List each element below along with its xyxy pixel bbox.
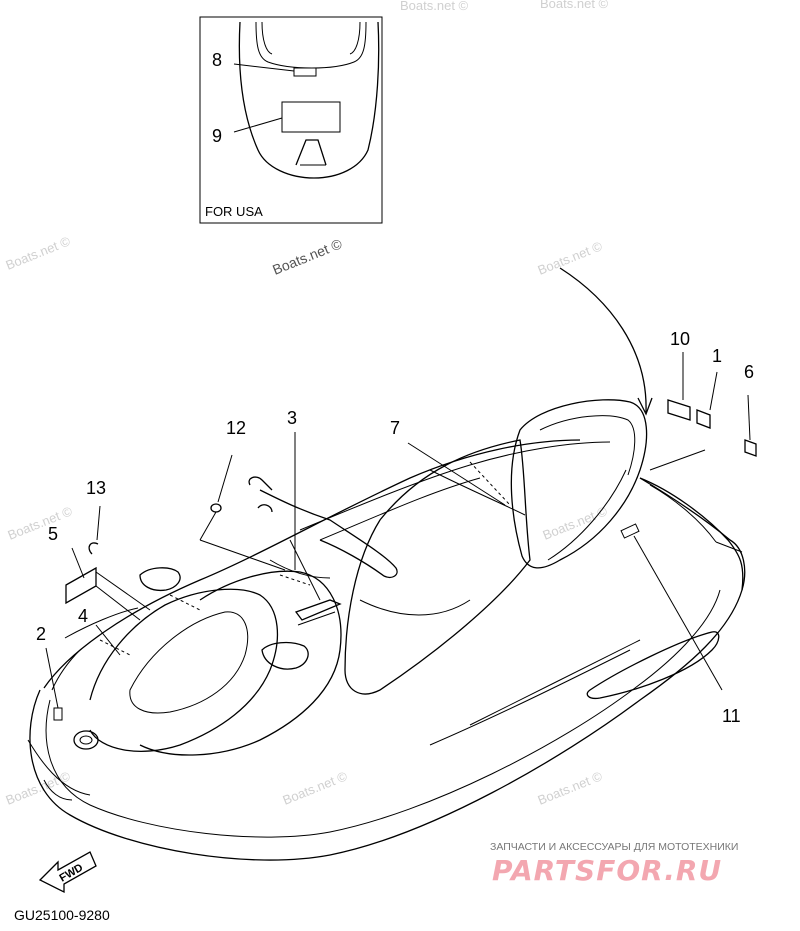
part-label-1: 1 [712, 346, 722, 366]
brand-logo-text: PARTSFOR.RU [492, 854, 722, 887]
watermark: Boats.net © [400, 0, 469, 13]
part-label-13: 13 [86, 478, 106, 498]
part-labels: 10 1 6 12 3 7 13 5 4 2 11 [36, 329, 754, 726]
part-label-2: 2 [36, 624, 46, 644]
inset-pointer-arrow [559, 267, 647, 413]
part-label-9: 9 [212, 126, 222, 146]
part-label-4: 4 [78, 606, 88, 626]
fwd-arrow-icon: FWD [38, 851, 97, 894]
watermark: Boats.net © [4, 768, 73, 808]
watermark: Boats.net © [281, 768, 350, 808]
watermark-main: Boats.net © [270, 235, 345, 278]
watermark: Boats.net © [536, 768, 605, 808]
leader-lines [45, 352, 751, 709]
fwd-label: FWD [58, 862, 86, 885]
part-label-6: 6 [744, 362, 754, 382]
watermark: Boats.net © [540, 0, 609, 11]
diagram-code: GU25100-9280 [14, 907, 110, 923]
watercraft-drawing [27, 399, 746, 861]
part-label-12: 12 [226, 418, 246, 438]
part-label-5: 5 [48, 524, 58, 544]
watermark: Boats.net © [6, 503, 75, 543]
part-label-3: 3 [287, 408, 297, 428]
brand-logo: ЗАПЧАСТИ И АКСЕССУАРЫ ДЛЯ МОТОТЕХНИКИ PA… [490, 841, 738, 887]
arrow-head [637, 397, 653, 416]
part-label-7: 7 [390, 418, 400, 438]
part-label-10: 10 [670, 329, 690, 349]
watermark: Boats.net © [541, 503, 610, 543]
brand-tagline: ЗАПЧАСТИ И АКСЕССУАРЫ ДЛЯ МОТОТЕХНИКИ [490, 841, 738, 853]
part-label-8: 8 [212, 50, 222, 70]
inset-panel: 8 9 FOR USA [199, 16, 383, 224]
inset-caption: FOR USA [205, 204, 263, 219]
watermark: Boats.net © [536, 238, 605, 278]
watermark: Boats.net © [4, 233, 73, 273]
part-label-11: 11 [722, 706, 741, 726]
